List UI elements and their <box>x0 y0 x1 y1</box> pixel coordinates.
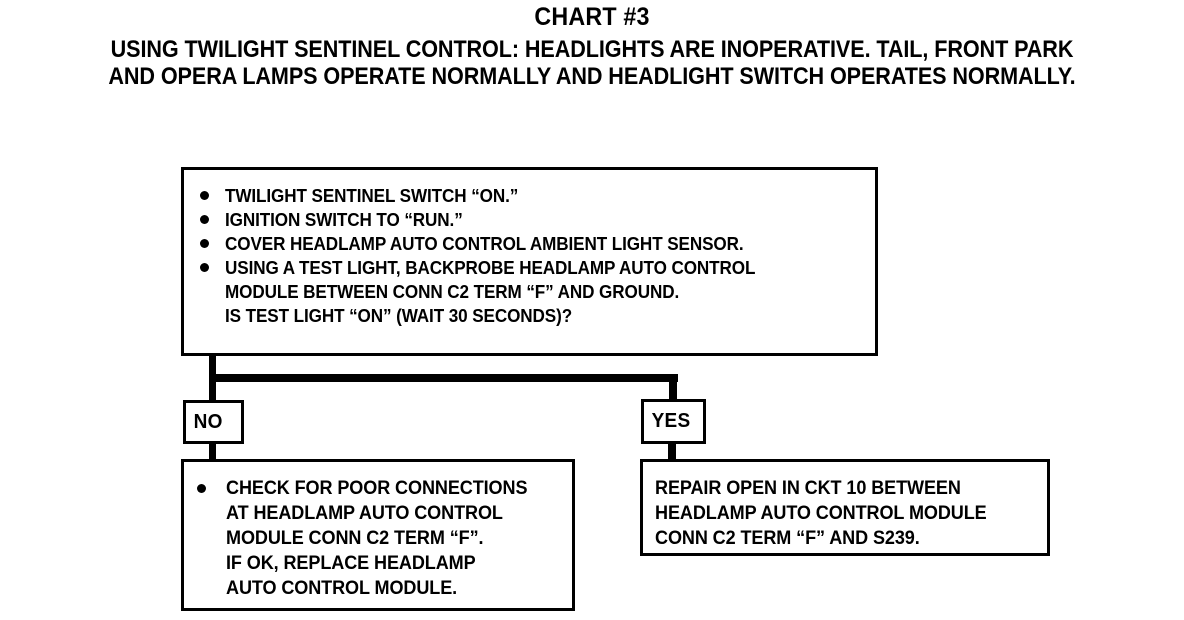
yes-result-text: REPAIR OPEN IN CKT 10 BETWEEN HEADLAMP A… <box>655 476 1004 551</box>
list-item: USING A TEST LIGHT, BACKPROBE HEADLAMP A… <box>200 256 869 328</box>
text-line: AUTO CONTROL MODULE. <box>226 578 458 599</box>
bullet-dot-icon <box>200 239 209 248</box>
chart-subtitle-line-1: USING TWILIGHT SENTINEL CONTROL: HEADLIG… <box>110 36 1074 63</box>
text-line: IGNITION SWITCH TO “RUN.” <box>225 210 463 230</box>
connector-yes-drop <box>669 374 677 402</box>
list-item: TWILIGHT SENTINEL SWITCH “ON.” <box>200 184 869 208</box>
connector-horizontal-bar <box>209 374 678 382</box>
branch-label-yes: YES <box>641 399 706 444</box>
text-line: MODULE BETWEEN CONN C2 TERM “F” AND GROU… <box>225 282 680 302</box>
text-line: TWILIGHT SENTINEL SWITCH “ON.” <box>225 186 519 206</box>
chart-title-block: CHART #3 USING TWILIGHT SENTINEL CONTROL… <box>0 0 1184 90</box>
bullet-dot-icon <box>200 191 209 200</box>
bullet-dot-icon <box>197 484 206 493</box>
text-line: IS TEST LIGHT “ON” (WAIT 30 SECONDS)? <box>225 306 573 326</box>
chart-subtitle-line-2: AND OPERA LAMPS OPERATE NORMALLY AND HEA… <box>108 63 1076 90</box>
text-line: REPAIR OPEN IN CKT 10 BETWEEN <box>655 478 961 499</box>
text-line: HEADLAMP AUTO CONTROL MODULE <box>655 503 987 524</box>
branch-label-yes-text: YES <box>651 410 691 432</box>
list-item-text: IGNITION SWITCH TO “RUN.” <box>225 208 869 232</box>
text-line: CONN C2 TERM “F” AND S239. <box>655 528 920 549</box>
main-box-bullet-list: TWILIGHT SENTINEL SWITCH “ON.” IGNITION … <box>200 184 869 328</box>
chart-number-heading: CHART #3 <box>534 3 650 31</box>
branch-label-no-text: NO <box>193 410 223 433</box>
list-item: IGNITION SWITCH TO “RUN.” <box>200 208 869 232</box>
list-item: CHECK FOR POOR CONNECTIONS AT HEADLAMP A… <box>197 476 543 601</box>
list-item-text: COVER HEADLAMP AUTO CONTROL AMBIENT LIGH… <box>225 232 869 256</box>
list-item-text: USING A TEST LIGHT, BACKPROBE HEADLAMP A… <box>225 256 869 328</box>
text-line: MODULE CONN C2 TERM “F”. <box>226 528 484 549</box>
connector-yes-to-result <box>668 442 676 461</box>
yes-result-box: REPAIR OPEN IN CKT 10 BETWEEN HEADLAMP A… <box>640 459 1050 556</box>
text-line: IF OK, REPLACE HEADLAMP <box>226 553 476 574</box>
bullet-dot-icon <box>200 215 209 224</box>
text-line: COVER HEADLAMP AUTO CONTROL AMBIENT LIGH… <box>225 234 744 254</box>
connector-no-to-result <box>209 442 216 461</box>
list-item: COVER HEADLAMP AUTO CONTROL AMBIENT LIGH… <box>200 232 869 256</box>
text-line: USING A TEST LIGHT, BACKPROBE HEADLAMP A… <box>225 258 756 278</box>
list-item-text: TWILIGHT SENTINEL SWITCH “ON.” <box>225 184 869 208</box>
no-result-bullet-list: CHECK FOR POOR CONNECTIONS AT HEADLAMP A… <box>197 476 543 601</box>
no-result-box: CHECK FOR POOR CONNECTIONS AT HEADLAMP A… <box>181 459 575 611</box>
list-item-text: CHECK FOR POOR CONNECTIONS AT HEADLAMP A… <box>226 476 543 601</box>
text-line: CHECK FOR POOR CONNECTIONS <box>226 478 528 499</box>
bullet-dot-icon <box>200 263 209 272</box>
branch-label-no: NO <box>183 400 244 444</box>
text-line: AT HEADLAMP AUTO CONTROL <box>226 503 503 524</box>
main-question-box: TWILIGHT SENTINEL SWITCH “ON.” IGNITION … <box>181 167 878 356</box>
